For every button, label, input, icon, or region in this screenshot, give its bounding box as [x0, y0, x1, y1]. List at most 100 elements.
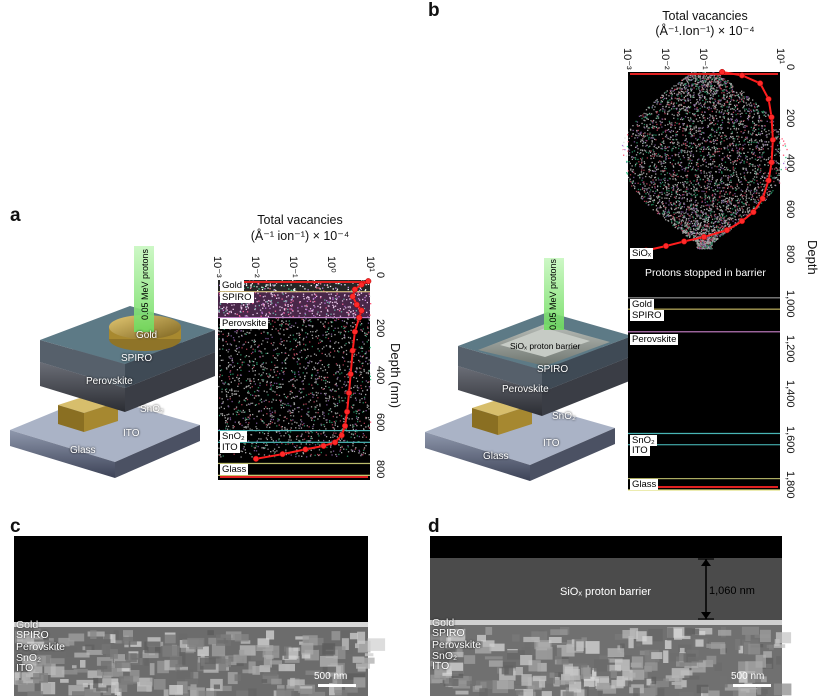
vacancy-dot	[338, 453, 340, 456]
vacancy-dot	[756, 176, 758, 178]
vacancy-dot	[710, 226, 712, 228]
vacancy-dot	[343, 357, 345, 359]
vacancy-dot	[673, 89, 675, 92]
vacancy-dot	[269, 285, 272, 287]
vacancy-dot	[642, 140, 644, 142]
vacancy-dot	[290, 348, 292, 350]
vacancy-dot	[285, 327, 287, 330]
vacancy-dot	[326, 397, 328, 400]
vacancy-dot	[660, 163, 662, 165]
vacancy-dot	[245, 341, 247, 343]
vacancy-dot	[738, 153, 740, 155]
vacancy-dot	[710, 83, 712, 85]
vacancy-dot	[308, 296, 310, 299]
vacancy-dot	[367, 381, 369, 384]
vacancy-dot	[661, 118, 663, 120]
vacancy-dot	[646, 157, 648, 159]
vacancy-dot	[265, 285, 267, 287]
vacancy-dot	[739, 143, 741, 145]
vacancy-dot	[705, 218, 707, 220]
vacancy-dot	[758, 115, 760, 117]
vacancy-dot	[322, 432, 325, 434]
vacancy-dot	[758, 166, 760, 168]
vacancy-dot	[287, 295, 290, 297]
vacancy-dot	[316, 287, 318, 289]
vacancy-dot	[250, 286, 252, 288]
vacancy-dot	[237, 374, 239, 376]
vacancy-dot	[679, 87, 681, 89]
vacancy-dot	[355, 354, 358, 356]
vacancy-dot	[258, 403, 260, 405]
vacancy-dot	[723, 92, 725, 94]
vacancy-dot	[266, 368, 268, 370]
vacancy-dot	[280, 338, 282, 340]
vacancy-dot	[256, 389, 258, 392]
vacancy-dot	[687, 218, 690, 220]
vacancy-dot	[716, 123, 719, 125]
vacancy-dot	[686, 92, 689, 94]
vacancy-dot	[269, 313, 271, 315]
vacancy-dot	[665, 206, 667, 209]
vacancy-dot	[781, 154, 783, 156]
vacancy-dot	[365, 351, 367, 353]
vacancy-dot	[720, 99, 722, 101]
vacancy-dot	[660, 183, 662, 185]
vacancy-dot	[641, 179, 643, 181]
vacancy-dot	[296, 379, 298, 381]
vacancy-dot	[679, 164, 681, 166]
vacancy-dot	[262, 420, 264, 423]
vacancy-dot	[329, 396, 331, 398]
vacancy-dot	[347, 313, 349, 316]
vacancy-dot	[688, 107, 691, 109]
vacancy-dot	[251, 386, 253, 388]
vacancy-dot	[661, 202, 663, 204]
vacancy-dot	[657, 201, 659, 203]
vacancy-dot	[723, 199, 725, 201]
vacancy-dot	[258, 438, 260, 440]
vacancy-dot	[343, 351, 345, 353]
vacancy-dot	[764, 164, 766, 166]
vacancy-dot	[317, 443, 319, 445]
vacancy-dot	[758, 117, 761, 119]
vacancy-dot	[757, 186, 759, 188]
vacancy-dot	[670, 214, 673, 217]
vacancy-dot	[341, 356, 344, 358]
vacancy-dot	[715, 111, 717, 113]
vacancy-dot	[318, 287, 320, 289]
vacancy-dot	[700, 217, 702, 219]
vacancy-dot	[649, 113, 651, 116]
vacancy-dot	[296, 361, 298, 363]
vacancy-dot	[648, 200, 650, 203]
vacancy-dot	[329, 298, 331, 300]
vacancy-dot	[319, 454, 321, 456]
vacancy-dot	[634, 186, 636, 188]
vacancy-dot	[315, 362, 317, 364]
vacancy-dot	[312, 310, 314, 312]
vacancy-dot	[745, 155, 747, 157]
vacancy-dot	[715, 231, 717, 233]
vacancy-dot	[298, 358, 300, 360]
vacancy-dot	[676, 108, 678, 111]
vacancy-dot	[671, 93, 673, 95]
vacancy-dot	[671, 108, 673, 110]
vacancy-dot	[697, 222, 700, 225]
vacancy-dot	[646, 140, 648, 142]
vacancy-dot	[272, 398, 274, 400]
vacancy-dot	[771, 177, 774, 179]
vacancy-dot	[719, 78, 721, 81]
vacancy-dot	[745, 179, 747, 182]
vacancy-dot	[268, 408, 271, 410]
vacancy-dot	[321, 352, 323, 355]
vacancy-dot	[285, 432, 287, 434]
vacancy-dot	[687, 117, 689, 119]
vacancy-dot	[775, 172, 777, 174]
vacancy-dot	[721, 213, 724, 215]
vacancy-dot	[362, 328, 364, 330]
vacancy-dot	[354, 370, 356, 373]
vacancy-dot	[720, 100, 722, 102]
vacancy-dot	[749, 163, 751, 165]
vacancy-dot	[686, 110, 688, 112]
vacancy-dot	[700, 230, 703, 233]
vacancy-dot	[670, 131, 672, 133]
vacancy-dot	[665, 159, 667, 161]
